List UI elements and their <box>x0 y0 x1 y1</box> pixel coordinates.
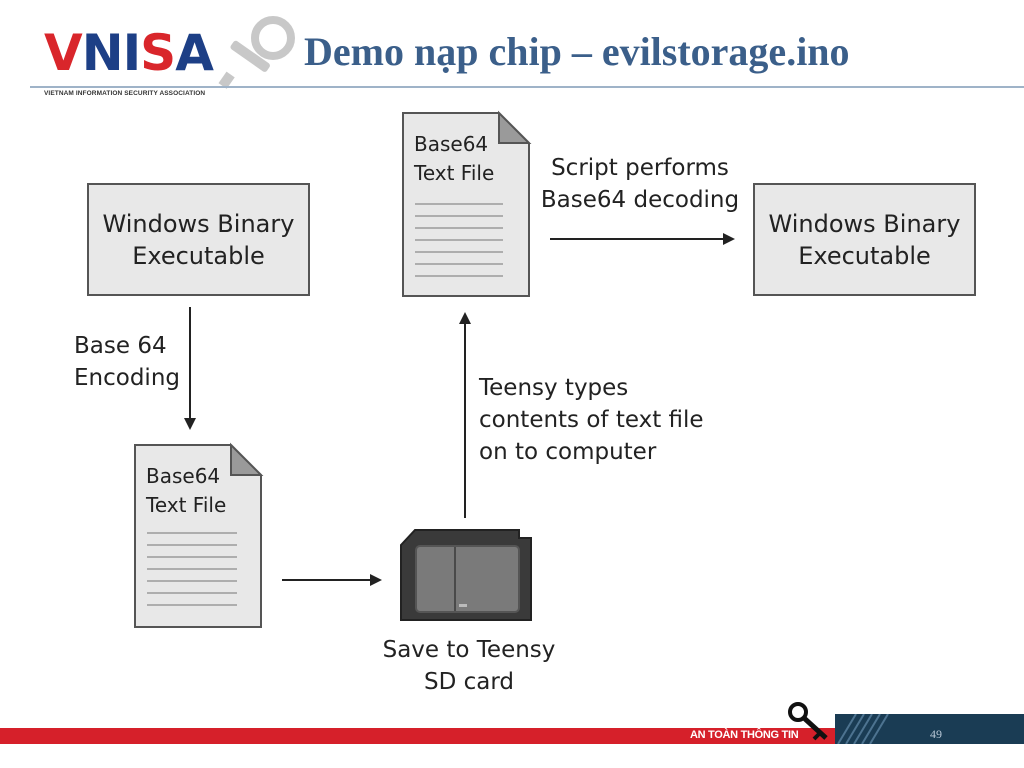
header-divider <box>30 86 1024 88</box>
box-windows-binary-result: Windows Binary Executable <box>753 183 976 296</box>
document-label-top: Base64 Text File <box>414 132 495 185</box>
key-icon <box>218 16 295 89</box>
footer-red-bar <box>0 728 880 744</box>
label-teensy-types: Teensy types contents of text file on to… <box>479 375 704 465</box>
footer-dark-bar <box>835 714 1024 744</box>
logo-letter: I <box>122 24 142 82</box>
footer-key-icon <box>788 702 828 741</box>
document-icon-bottom <box>134 442 264 628</box>
logo-letter: S <box>140 24 176 82</box>
label-save-sd-card: Save to Teensy SD card <box>382 637 556 695</box>
label-base64-decoding: Script performs Base64 decoding <box>540 155 740 213</box>
sd-card-icon <box>400 529 532 621</box>
logo-wordmark: VNISA <box>44 28 214 78</box>
footer-label: AN TOÀN THÔNG TIN <box>690 729 799 741</box>
document-label-bottom: Base64 Text File <box>146 464 227 517</box>
footer-stripe-decoration <box>837 714 889 744</box>
page-number: 49 <box>930 727 942 741</box>
logo-letter: V <box>44 24 83 82</box>
logo-letter: N <box>81 24 124 82</box>
page-title: Demo nạp chip – evilstorage.ino <box>304 29 850 74</box>
box-windows-binary-source: Windows Binary Executable <box>87 183 310 296</box>
label-base64-encoding: Base 64 Encoding <box>74 333 180 391</box>
logo-letter: A <box>175 24 214 82</box>
vnisa-logo: VNISA VIETNAM INFORMATION SECURITY ASSOC… <box>40 10 300 110</box>
logo-subtitle: VIETNAM INFORMATION SECURITY ASSOCIATION <box>44 90 206 97</box>
document-icon-top <box>402 110 532 297</box>
